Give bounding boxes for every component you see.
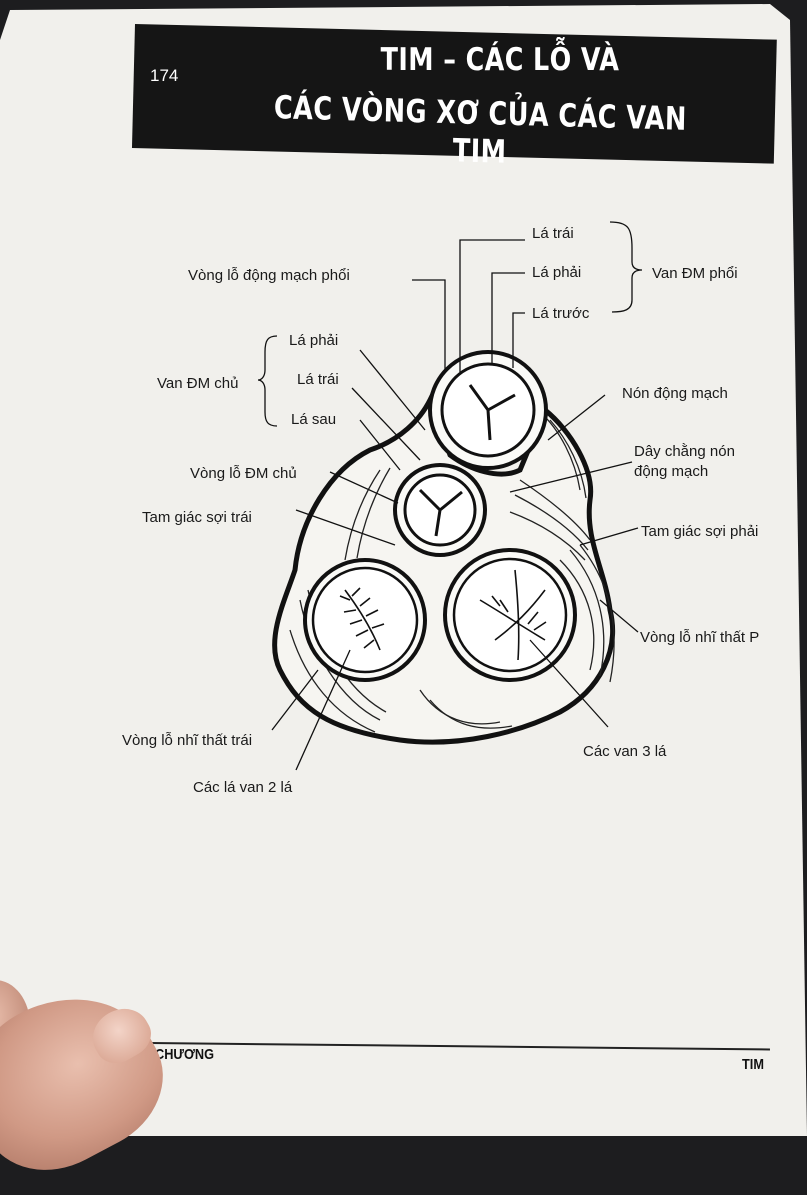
label-day-chang-non-2: động mạch [634,463,708,480]
label-la-trai-aortic: Lá trái [297,371,339,388]
heart-valves-diagram: Lá trái Lá phải Lá trước Van ĐM phổi Vòn… [0,0,807,1136]
label-la-phai-aortic: Lá phải [289,332,338,349]
label-la-truoc: Lá trước [532,305,590,322]
tricuspid-valve-inner [454,559,566,671]
label-van-dm-chu: Van ĐM chủ [157,375,238,392]
label-non-dong-mach: Nón động mạch [622,385,728,402]
label-tam-giac-soi-phai: Tam giác sợi phải [641,523,758,540]
footer-chapter: CHƯƠNG [155,1046,214,1063]
label-la-phai-pulmonary: Lá phải [532,264,581,281]
label-van-dm-phoi: Van ĐM phổi [652,265,738,282]
label-vong-lo-nhi-that-p: Vòng lỗ nhĩ thất P [640,629,759,646]
footer-section: TIM [742,1056,764,1073]
label-day-chang-non-1: Dây chằng nón [634,443,735,460]
label-cac-la-van-2-la: Các lá van 2 lá [193,779,293,796]
label-vong-lo-nhi-that-trai: Vòng lỗ nhĩ thất trái [122,732,252,749]
label-la-sau: Lá sau [291,411,336,428]
label-vong-lo-dm-phoi: Vòng lỗ động mạch phổi [188,267,350,284]
label-tam-giac-soi-trai: Tam giác sợi trái [142,509,252,526]
label-vong-lo-dm-chu: Vòng lỗ ĐM chủ [190,465,297,482]
fibrous-skeleton-outline [275,400,613,742]
label-cac-van-3-la: Các van 3 lá [583,743,667,760]
label-la-trai-pulmonary: Lá trái [532,225,574,242]
